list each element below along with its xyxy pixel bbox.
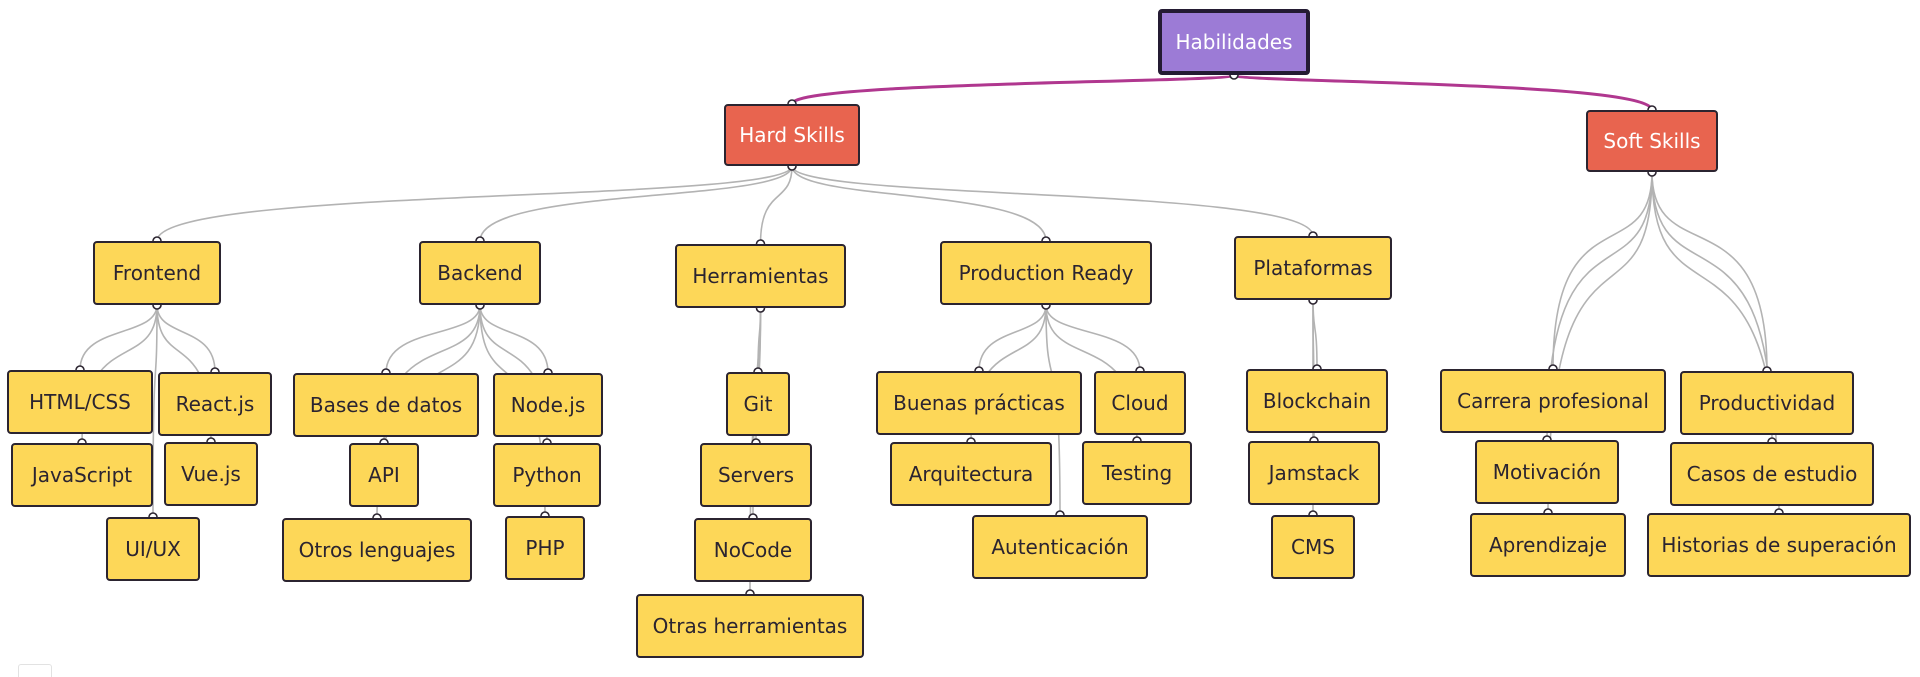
connector-hard-plataformas <box>791 165 1314 237</box>
node-testing[interactable]: Testing <box>1082 441 1192 505</box>
node-habilidades[interactable]: Habilidades <box>1158 9 1310 75</box>
node-frontend[interactable]: Frontend <box>93 241 221 305</box>
node-nocode[interactable]: NoCode <box>694 518 812 582</box>
node-otras-herramientas[interactable]: Otras herramientas <box>636 594 864 658</box>
node-productividad[interactable]: Productividad <box>1680 371 1854 435</box>
node-motivacion[interactable]: Motivación <box>1475 440 1619 504</box>
node-soft-skills[interactable]: Soft Skills <box>1586 110 1718 172</box>
node-python[interactable]: Python <box>493 443 601 507</box>
node-herramientas[interactable]: Herramientas <box>675 244 846 308</box>
connector-hard-backend <box>479 165 793 242</box>
connector-plataformas-blockchain <box>1312 299 1318 370</box>
connector-hard-frontend <box>156 165 793 242</box>
node-arquitectura[interactable]: Arquitectura <box>890 442 1052 506</box>
connector-backend-basesdatos <box>385 304 481 374</box>
node-vue-js[interactable]: Vue.js <box>164 442 258 506</box>
connector-frontend-reactjs <box>156 304 216 373</box>
connector-soft-carrera <box>1552 171 1653 370</box>
node-autenticacion[interactable]: Autenticación <box>972 515 1148 579</box>
node-production-ready[interactable]: Production Ready <box>940 241 1152 305</box>
node-aprendizaje[interactable]: Aprendizaje <box>1470 513 1626 577</box>
connector-soft-productividad <box>1651 171 1768 372</box>
node-node-js[interactable]: Node.js <box>493 373 603 437</box>
connector-production-cloud <box>1045 304 1141 372</box>
node-jamstack[interactable]: Jamstack <box>1248 441 1380 505</box>
connector-root-hard <box>790 73 1236 106</box>
connector-hard-production <box>791 165 1047 242</box>
node-plataformas[interactable]: Plataformas <box>1234 236 1392 300</box>
connector-herramientas-git <box>757 307 762 373</box>
node-historias-de-superacion[interactable]: Historias de superación <box>1647 513 1911 577</box>
node-git[interactable]: Git <box>726 372 790 436</box>
minimap-tab[interactable] <box>18 664 52 677</box>
node-cms[interactable]: CMS <box>1271 515 1355 579</box>
connector-hard-herramientas <box>759 165 793 245</box>
node-buenas-practicas[interactable]: Buenas prácticas <box>876 371 1082 435</box>
connector-frontend-htmlcss <box>79 304 158 371</box>
node-javascript[interactable]: JavaScript <box>11 443 153 507</box>
node-carrera-profesional[interactable]: Carrera profesional <box>1440 369 1666 433</box>
connector-root-soft <box>1232 73 1654 111</box>
node-bases-de-datos[interactable]: Bases de datos <box>293 373 479 437</box>
node-api[interactable]: API <box>349 443 419 507</box>
node-otros-lenguajes[interactable]: Otros lenguajes <box>282 518 472 582</box>
node-cloud[interactable]: Cloud <box>1094 371 1186 435</box>
node-react-js[interactable]: React.js <box>158 372 272 436</box>
connector-production-buenaspracticas <box>978 304 1047 372</box>
node-blockchain[interactable]: Blockchain <box>1246 369 1388 433</box>
connector-frontend-uiux <box>152 304 158 518</box>
node-ui-ux[interactable]: UI/UX <box>106 517 200 581</box>
node-php[interactable]: PHP <box>505 516 585 580</box>
node-casos-de-estudio[interactable]: Casos de estudio <box>1670 442 1874 506</box>
node-hard-skills[interactable]: Hard Skills <box>724 104 860 166</box>
node-backend[interactable]: Backend <box>419 241 541 305</box>
node-html-css[interactable]: HTML/CSS <box>7 370 153 434</box>
connector-backend-nodejs <box>479 304 549 374</box>
node-servers[interactable]: Servers <box>700 443 812 507</box>
